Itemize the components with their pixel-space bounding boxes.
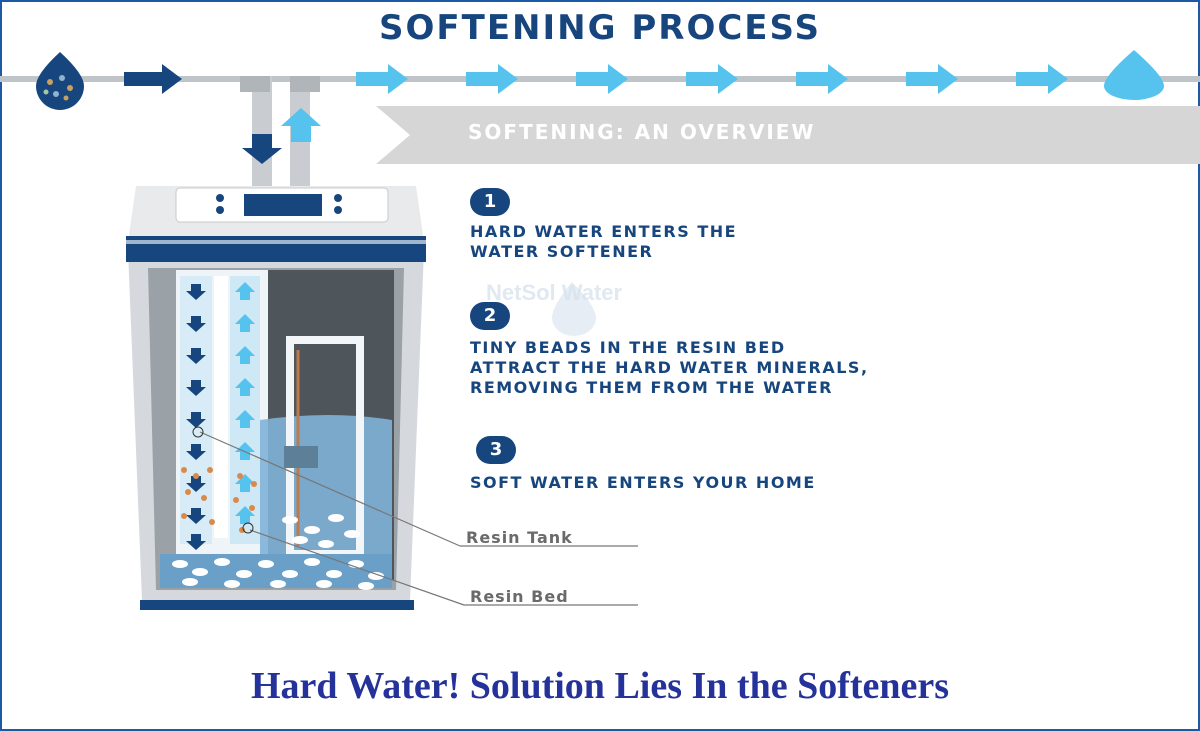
overview-banner [376,106,1200,164]
soft-water-drop-icon [1104,50,1164,100]
flow-up-arrow-icon [235,474,255,492]
flow-down-arrows [186,284,206,550]
resin-tank-leader [199,431,461,547]
flow-up-arrow-icon [235,314,255,332]
flow-up-arrow-icon [235,282,255,300]
resin-bed-leader [249,529,465,606]
flow-down-arrow-icon [186,444,206,460]
flow-up-arrow-icon [235,346,255,364]
down-arrow-icon [242,134,282,164]
step-3-badge: 3 [476,436,516,464]
resin-bed-label: Resin Bed [470,587,569,606]
outlet-arrow-icon [906,64,958,94]
resin-beads [172,514,384,590]
step-2-badge: 2 [470,302,510,330]
page-title: SOFTENING PROCESS [379,8,821,48]
outlet-arrow-icon [686,64,738,94]
up-arrow-icon [281,108,321,142]
step-1-text: HARD WATER ENTERS THE WATER SOFTENER [470,222,738,261]
flow-up-arrows [235,282,255,524]
flow-down-arrow-icon [186,380,206,396]
resin-tank-label: Resin Tank [466,528,573,547]
watermark-text: NetSol Water [486,280,623,305]
outlet-arrow-icon [796,64,848,94]
footer-caption: Hard Water! Solution Lies In the Softene… [250,665,950,707]
flow-down-arrow-icon [186,476,206,492]
outlet-arrows [356,64,1068,94]
overview-heading: SOFTENING: AN OVERVIEW [468,120,816,144]
display-panel [244,194,322,216]
flow-down-arrow-icon [186,412,206,428]
outlet-arrow-icon [1016,64,1068,94]
flow-up-arrow-icon [235,506,255,524]
flow-down-arrow-icon [186,508,206,524]
flow-down-arrow-icon [186,348,206,364]
outlet-arrow-icon [466,64,518,94]
water-softener [126,186,426,610]
pipe-down [252,76,272,188]
flow-down-arrow-icon [186,316,206,332]
inlet-arrow-icon [124,64,182,94]
step-2-text: TINY BEADS IN THE RESIN BED ATTRACT THE … [470,338,869,397]
hard-water-minerals [181,467,257,533]
hard-water-drop-icon [36,52,84,110]
outlet-arrow-icon [356,64,408,94]
outlet-arrow-icon [576,64,628,94]
watermark-logo-icon [552,282,596,336]
step-3-text: SOFT WATER ENTERS YOUR HOME [470,473,816,492]
step-1-badge: 1 [470,188,510,216]
flow-down-arrow-icon [186,534,206,550]
flow-down-arrow-icon [186,284,206,300]
flow-up-arrow-icon [235,410,255,428]
flow-up-arrow-icon [235,378,255,396]
